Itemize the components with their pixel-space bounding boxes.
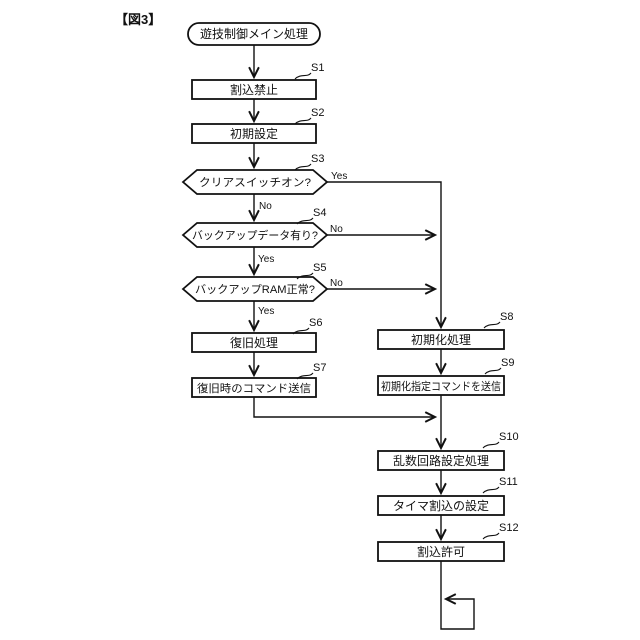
step-id-s8: S8	[500, 311, 513, 323]
branch-no-label-s4: No	[330, 224, 343, 235]
step-id-s10: S10	[499, 431, 519, 443]
node-s3: クリアスイッチオン? S3 Yes No	[181, 153, 347, 212]
step-id-s1: S1	[311, 62, 324, 74]
decision-label: バックアップRAM正常?	[195, 283, 315, 296]
process-label: 初期化処理	[411, 333, 471, 347]
process-box	[377, 329, 505, 350]
decision-label: バックアップデータ有り?	[192, 228, 318, 242]
branch-no-label-s3: No	[259, 201, 272, 212]
process-label: 割込許可	[417, 544, 465, 559]
step-id-s7: S7	[313, 362, 326, 374]
leader-s7	[296, 372, 314, 380]
process-label: タイマ割込の設定	[393, 498, 489, 513]
process-box	[377, 375, 505, 396]
decision-label: クリアスイッチオン?	[199, 176, 311, 189]
step-id-s2: S2	[311, 107, 324, 119]
leader-s3	[294, 163, 312, 171]
process-label: 復旧時のコマンド送信	[197, 381, 311, 395]
decision-hexagon	[181, 276, 329, 302]
leader-s10	[482, 441, 500, 449]
branch-s3-yes-to-s8	[327, 181, 441, 327]
branch-yes-label-s3: Yes	[331, 171, 347, 182]
connectors	[253, 45, 475, 630]
decision-hexagon	[181, 169, 329, 195]
leader-s12	[482, 532, 500, 540]
process-box	[377, 541, 505, 562]
leader-s9	[484, 367, 502, 375]
leader-s6	[292, 327, 310, 335]
process-label: 復旧処理	[230, 335, 278, 350]
process-label: 初期設定	[230, 126, 278, 141]
step-id-s11: S11	[499, 476, 518, 488]
leader-s1	[294, 72, 312, 80]
node-s6: 復旧処理 S6	[191, 317, 322, 353]
loop-return-line	[440, 561, 475, 630]
branch-yes-label-s5: Yes	[258, 306, 274, 317]
leader-s11	[482, 486, 500, 494]
node-s5: バックアップRAM正常? S5 No Yes	[181, 262, 343, 317]
node-s4: バックアップデータ有り? S4 No Yes	[181, 207, 343, 265]
step-id-s9: S9	[501, 357, 514, 369]
node-s10: 乱数回路設定処理 S10	[377, 431, 519, 471]
process-box	[191, 79, 317, 100]
merge-s7-to-main-line	[253, 397, 435, 417]
leader-s4	[296, 217, 314, 225]
start-terminator-label: 遊技制御メイン処理	[200, 26, 308, 41]
node-s1: 割込禁止 S1	[191, 62, 324, 100]
figure-label: 【図3】	[115, 12, 161, 27]
node-s7: 復旧時のコマンド送信 S7	[191, 362, 326, 398]
process-label: 割込禁止	[230, 82, 278, 97]
step-id-s4: S4	[313, 207, 326, 219]
process-box	[191, 123, 317, 144]
process-box	[191, 377, 317, 398]
process-box	[191, 332, 317, 353]
node-s8: 初期化処理 S8	[377, 311, 513, 350]
node-s11: タイマ割込の設定 S11	[377, 476, 518, 516]
start-terminator-shape	[187, 22, 321, 46]
branch-no-label-s5: No	[330, 278, 343, 289]
step-id-s12: S12	[499, 522, 519, 534]
leader-s5	[296, 272, 314, 280]
process-label: 初期化指定コマンドを送信	[381, 379, 501, 393]
process-label: 乱数回路設定処理	[393, 453, 489, 468]
node-s2: 初期設定 S2	[191, 107, 324, 144]
decision-hexagon	[181, 222, 329, 248]
process-box	[377, 495, 505, 516]
step-id-s5: S5	[313, 262, 326, 274]
node-start: 遊技制御メイン処理	[187, 22, 321, 46]
step-id-s3: S3	[311, 153, 324, 165]
leader-s8	[483, 321, 501, 329]
process-box	[377, 450, 505, 471]
node-s12: 割込許可 S12	[377, 522, 519, 562]
branch-yes-label-s4: Yes	[258, 254, 274, 265]
leader-s2	[294, 117, 312, 125]
step-id-s6: S6	[309, 317, 322, 329]
node-s9: 初期化指定コマンドを送信 S9	[377, 357, 514, 396]
